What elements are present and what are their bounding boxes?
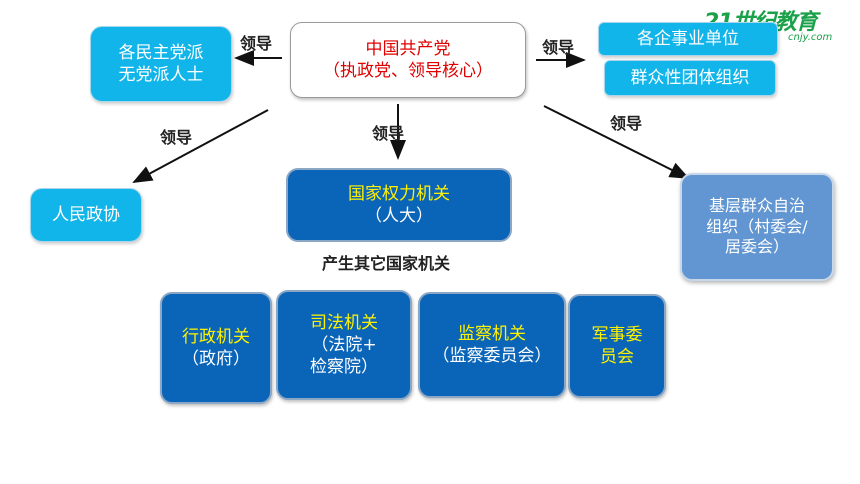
administrative-organ-box: 行政机关 （政府）	[160, 292, 272, 404]
npc-title: 国家权力机关	[348, 183, 450, 204]
grassroots-line1: 基层群众自治	[708, 195, 805, 215]
organ-title: 监察机关	[458, 323, 526, 344]
npc-box: 国家权力机关 （人大）	[286, 168, 512, 242]
organ-subtitle-2: 检察院）	[310, 357, 378, 378]
lead-label-down-left: 领导	[160, 128, 193, 147]
cppcc-label: 人民政协	[52, 204, 120, 225]
lead-label-down-right: 领导	[610, 114, 643, 133]
mass-orgs-box: 群众性团体组织	[604, 60, 776, 96]
produce-label: 产生其它国家机关	[322, 254, 451, 273]
party-name: 中国共产党	[365, 38, 451, 59]
lead-label-down: 领导	[372, 124, 405, 143]
cppcc-box: 人民政协	[30, 188, 142, 242]
party-role: （执政党、领导核心）	[323, 61, 493, 81]
organ-subtitle: （监察委员会）	[432, 346, 552, 366]
organ-title: 行政机关	[182, 326, 250, 347]
grassroots-box: 基层群众自治 组织（村委会/ 居委会）	[680, 173, 834, 281]
minor-parties-line1: 各民主党派	[118, 42, 204, 63]
organ-title: 司法机关	[310, 312, 378, 333]
lead-label-right: 领导	[542, 38, 575, 57]
minor-parties-line2: 无党派人士	[118, 65, 204, 85]
npc-subtitle: （人大）	[365, 206, 433, 226]
party-box: 中国共产党 （执政党、领导核心）	[290, 22, 526, 98]
military-commission-box: 军事委 员会	[568, 294, 666, 398]
logo-subtext: cnjy.com	[788, 32, 833, 43]
enterprises-label: 各企事业单位	[637, 28, 739, 49]
minor-parties-box: 各民主党派 无党派人士	[90, 26, 232, 102]
grassroots-line2: 组织（村委会/	[706, 216, 808, 236]
enterprises-box: 各企事业单位	[598, 22, 778, 56]
organ-title-2: 员会	[600, 347, 634, 367]
arrow-to-cppcc	[132, 109, 269, 183]
supervisory-organ-box: 监察机关 （监察委员会）	[418, 292, 566, 398]
mass-orgs-label: 群众性团体组织	[630, 67, 750, 88]
organ-subtitle: （政府）	[182, 349, 250, 369]
organ-title: 军事委	[591, 324, 643, 345]
organ-subtitle: （法院+	[311, 334, 377, 355]
lead-label-left: 领导	[240, 34, 273, 53]
arrow-to-grassroots	[543, 105, 690, 179]
grassroots-line3: 居委会）	[724, 237, 789, 257]
judicial-organ-box: 司法机关 （法院+ 检察院）	[276, 290, 412, 400]
